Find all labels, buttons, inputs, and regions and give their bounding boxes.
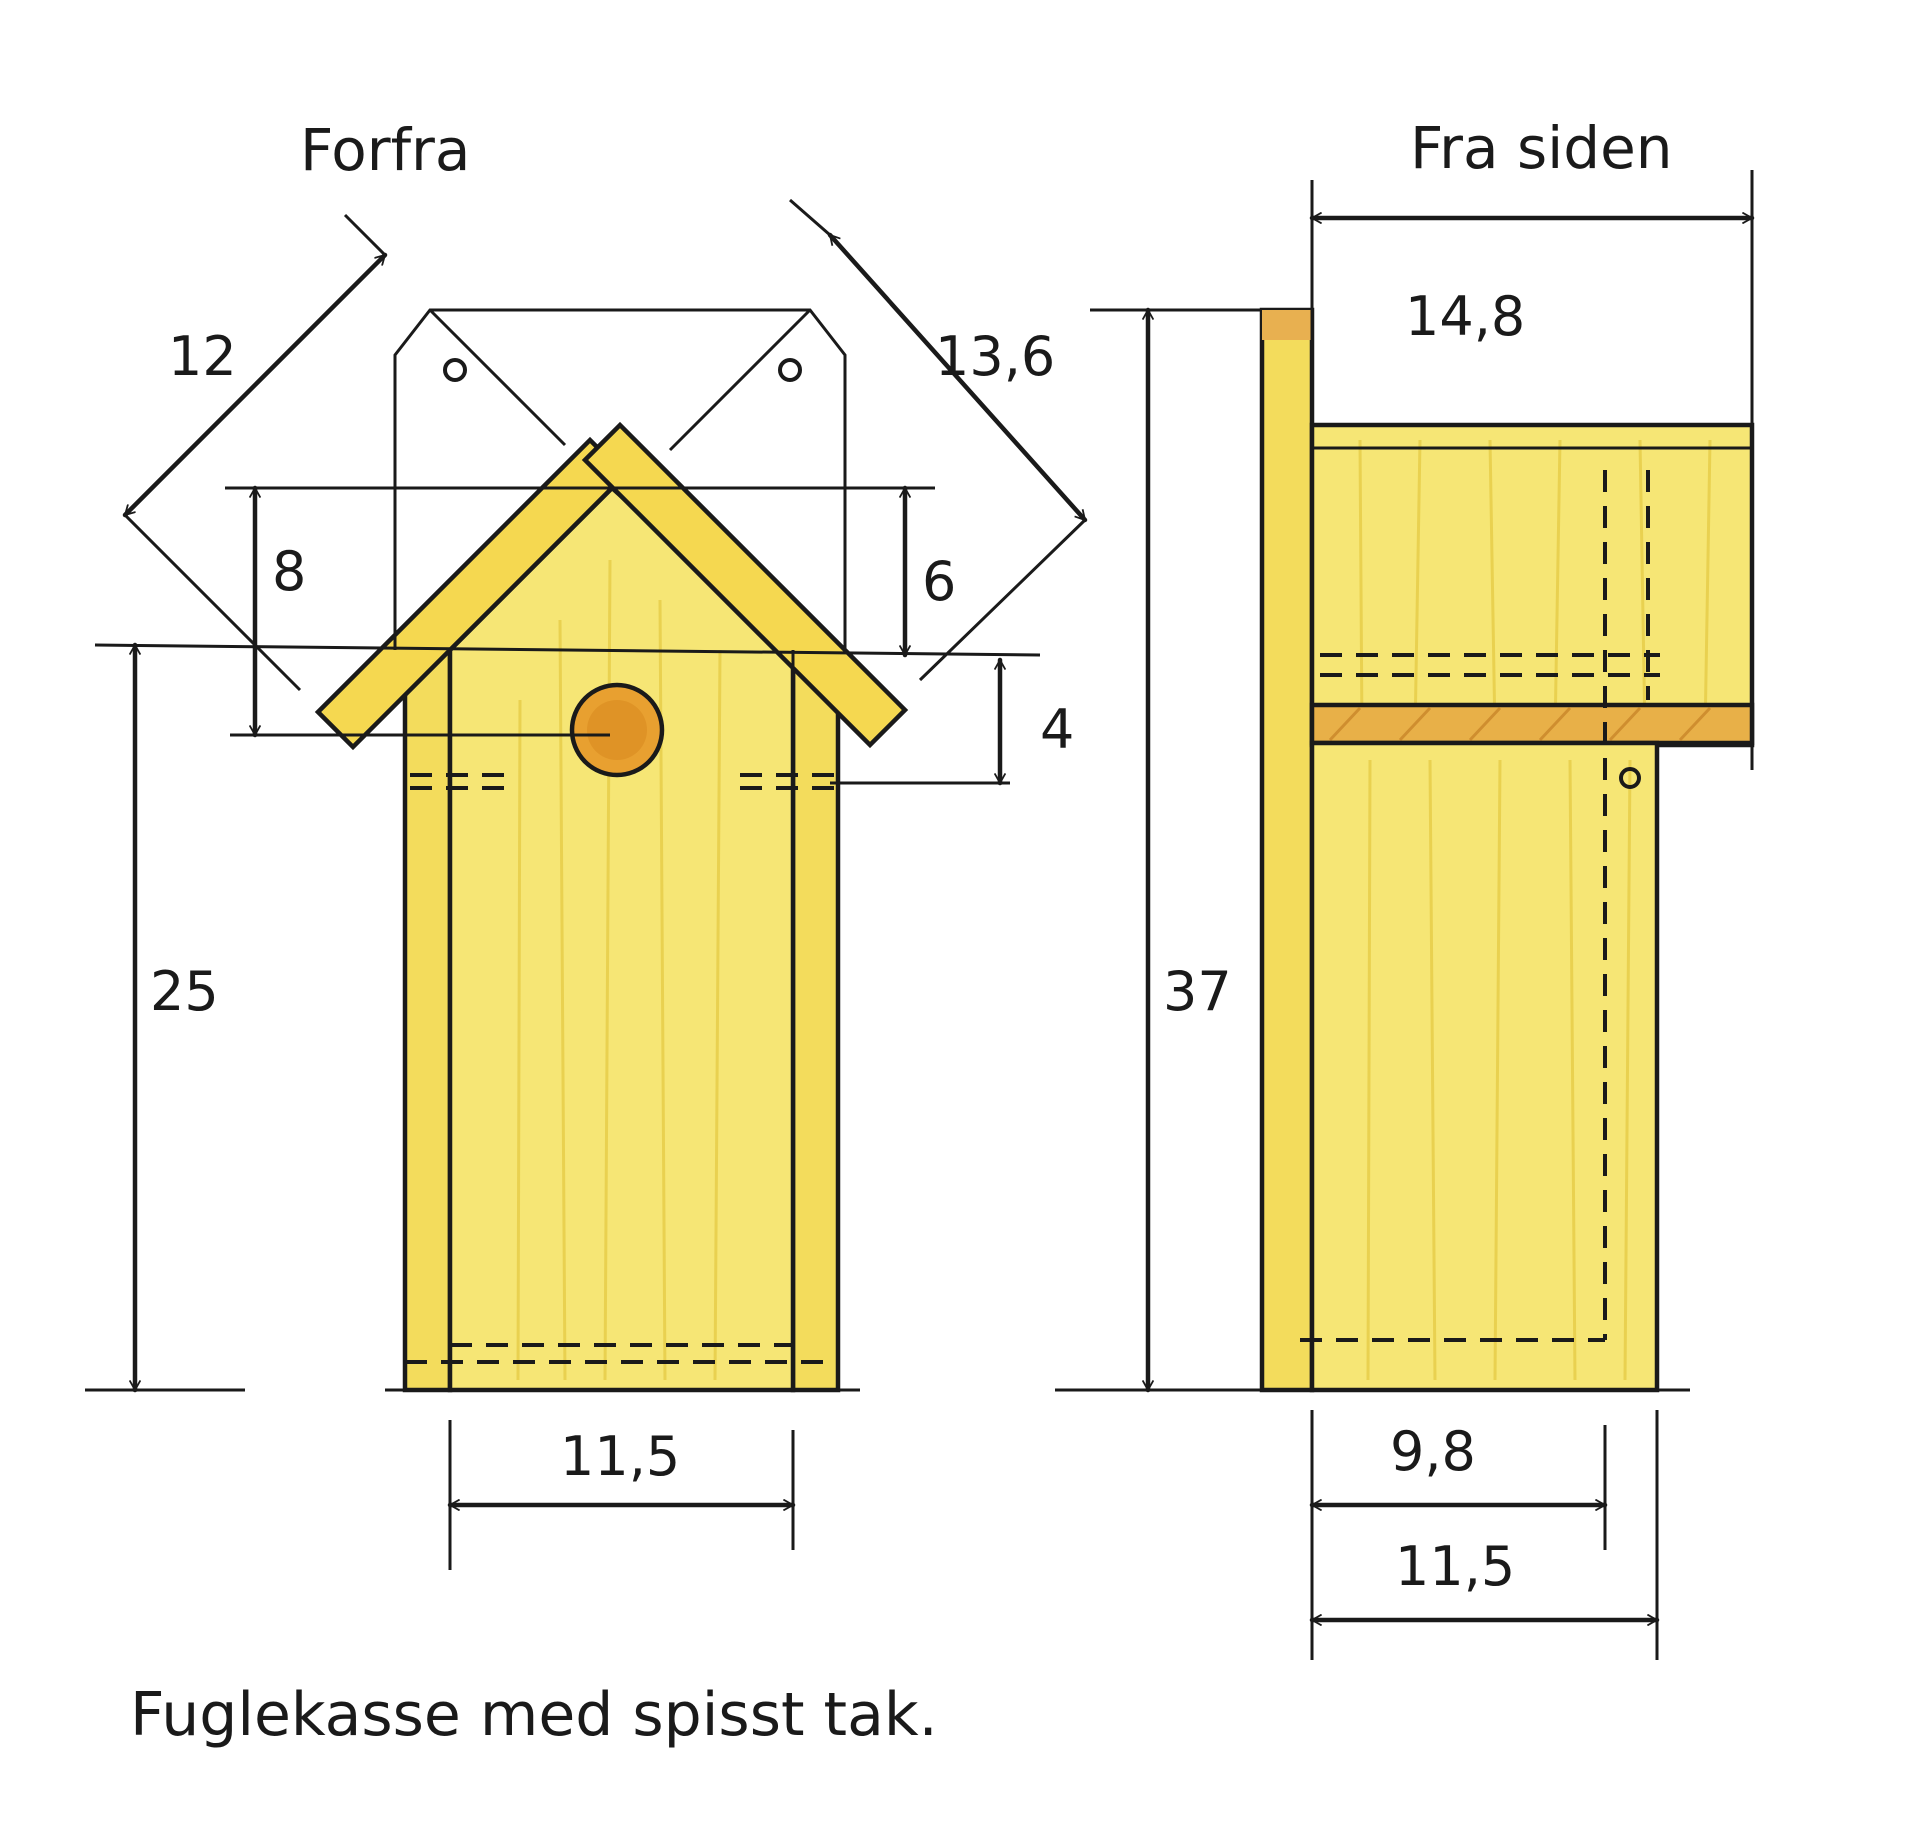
front-panel [447,484,796,1393]
dim-roof-right: 13,6 [935,325,1055,388]
dim-front-width: 11,5 [560,1425,680,1488]
dim-wall-height: 25 [150,960,219,1023]
dim-roof-left: 12 [168,325,237,388]
dim-inner-depth: 9,8 [1390,1420,1476,1483]
dim-upper-height: 8 [272,540,306,603]
side-back-board [1259,307,1315,1393]
side-view-title: Fra siden [1410,114,1673,182]
side-roof [1309,422,1755,748]
dim-total-height: 37 [1163,960,1232,1023]
front-view-title: Forfra [300,116,470,184]
dim-gable-height: 6 [922,550,956,613]
dim-hole-offset: 4 [1040,698,1074,761]
front-roof-right-board [581,421,909,749]
front-right-wall [790,647,841,1393]
side-roof-edge [1309,702,1755,746]
front-view: 12 13,6 8 6 4 25 11,5 Forfra [85,116,1088,1570]
side-view: 14,8 37 9,8 11,5 Fra siden [1055,114,1755,1660]
front-left-wall [402,647,453,1393]
dim-outer-depth: 11,5 [1395,1535,1515,1598]
dim-roof-depth: 14,8 [1405,285,1525,348]
caption: Fuglekasse med spisst tak. [130,1680,938,1750]
